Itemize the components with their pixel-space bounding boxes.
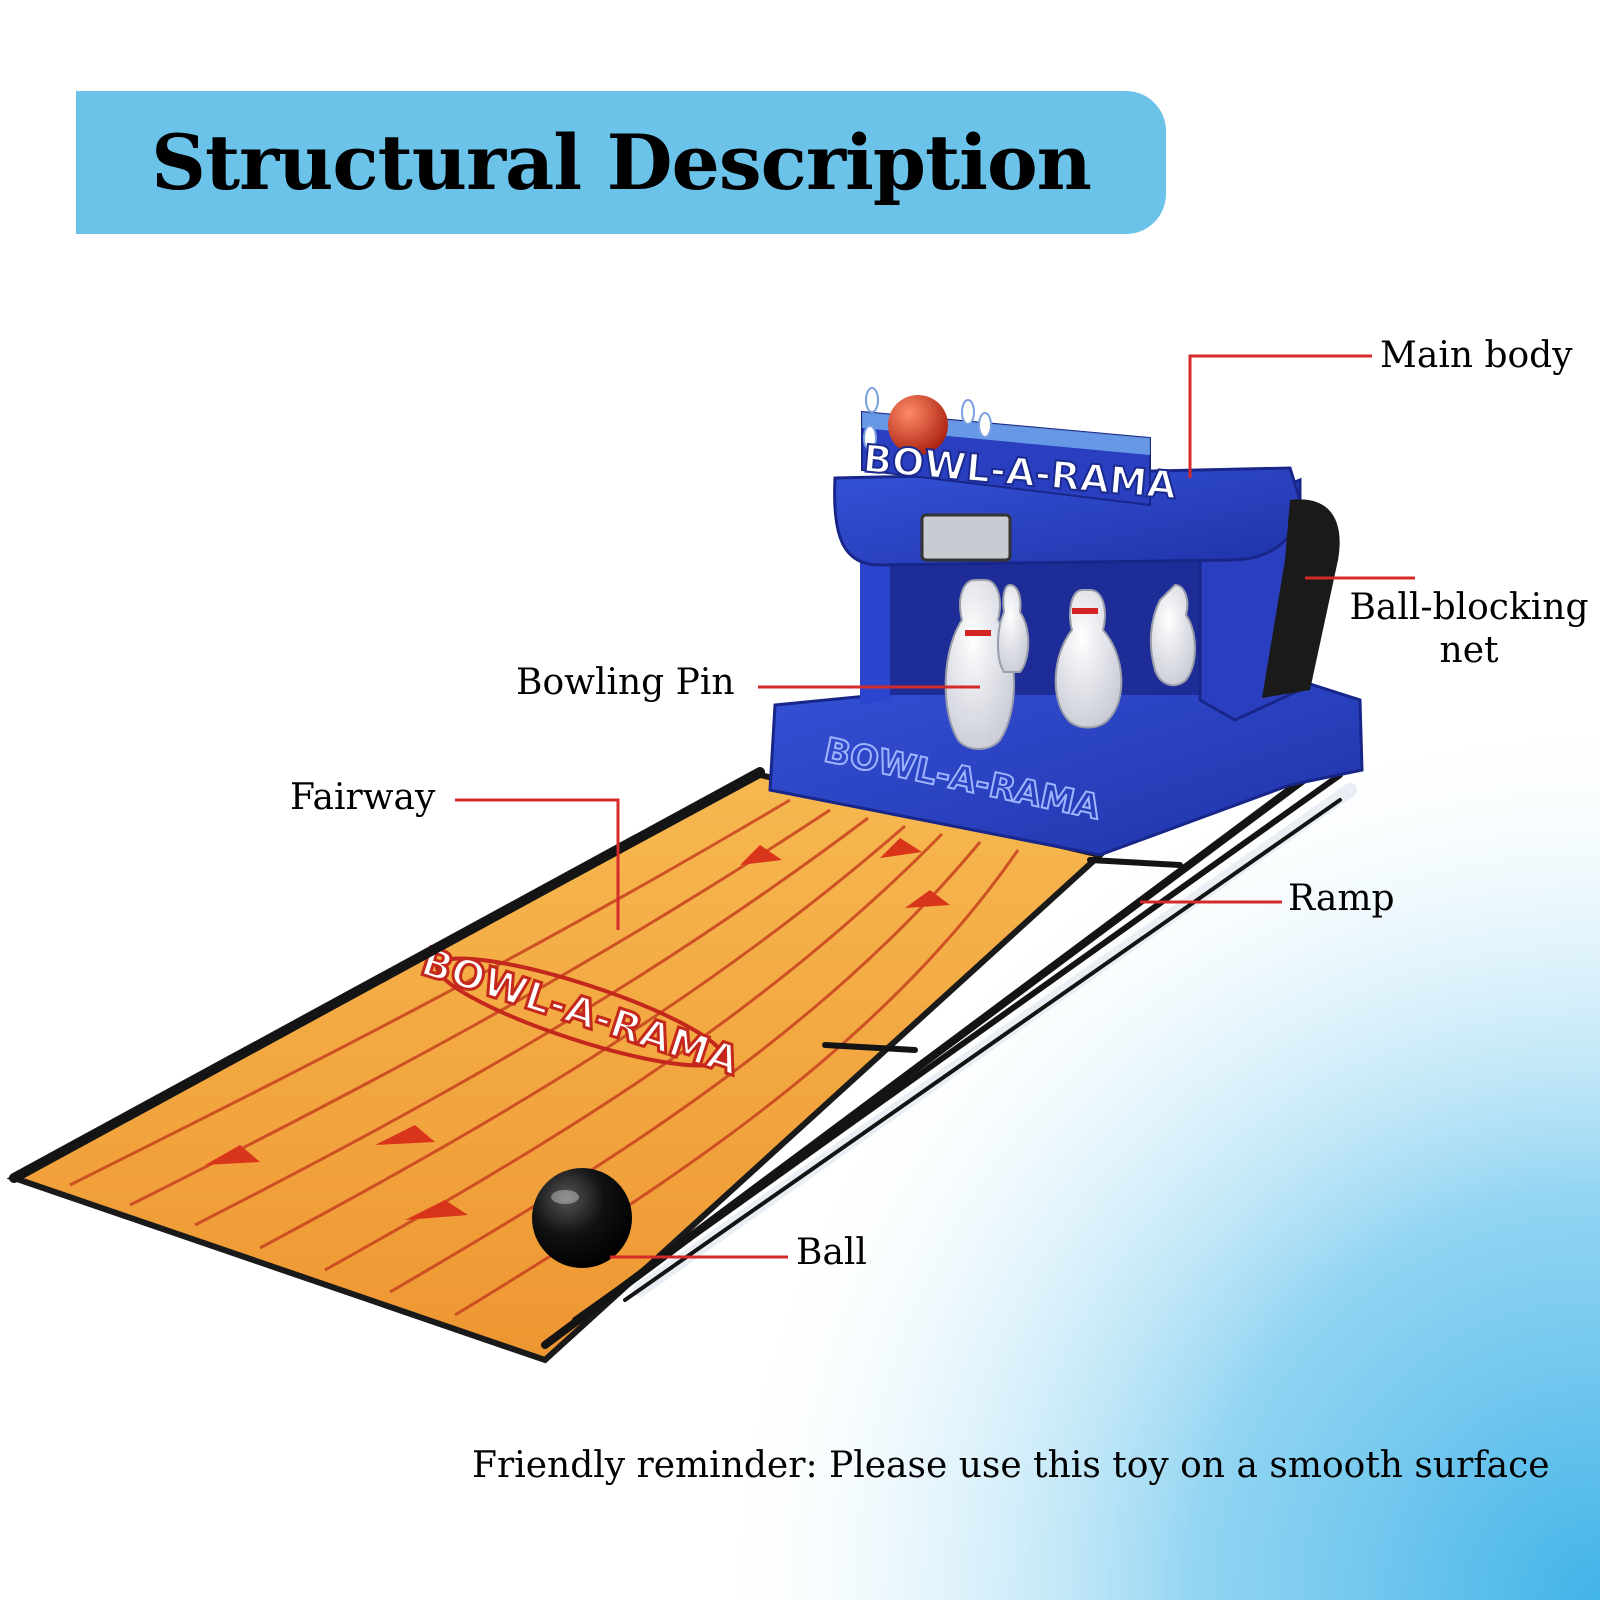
score-display	[920, 513, 1012, 562]
label-fairway: Fairway	[290, 777, 436, 818]
label-main-body: Main body	[1380, 335, 1573, 376]
label-bowling-pin: Bowling Pin	[516, 662, 735, 703]
leader-line-fairway	[455, 798, 620, 930]
label-ball: Ball	[796, 1232, 867, 1273]
leader-lines	[455, 354, 1415, 1259]
page-title: Structural Description	[151, 118, 1092, 207]
ramp-rails	[9, 756, 1357, 1349]
ball	[532, 1168, 632, 1268]
bowling-pin-icon	[1149, 583, 1196, 687]
title-banner	[76, 91, 1166, 234]
label-ball-blocking-net-line2: net	[1439, 630, 1499, 672]
ball-blocking-net	[1262, 499, 1340, 698]
main-body-housing: BOWL-A-RAMA	[768, 466, 1364, 857]
bowling-pins	[944, 579, 1196, 750]
bowling-pin-icon	[1054, 589, 1123, 729]
bowling-pin-icon	[944, 579, 1015, 750]
friendly-reminder: Friendly reminder: Please use this toy o…	[472, 1445, 1550, 1486]
leader-line-main-body	[1188, 354, 1372, 478]
label-ramp: Ramp	[1288, 878, 1395, 919]
bowling-pin-icon	[997, 583, 1030, 673]
label-ball-blocking-net-line1: Ball-blocking	[1349, 587, 1589, 628]
fairway-lane: BOWL-A-RAMA	[6, 771, 1107, 1364]
label-ball-blocking-net: Ball-blocking net	[1338, 586, 1600, 672]
bowling-ball-icon	[888, 395, 948, 455]
